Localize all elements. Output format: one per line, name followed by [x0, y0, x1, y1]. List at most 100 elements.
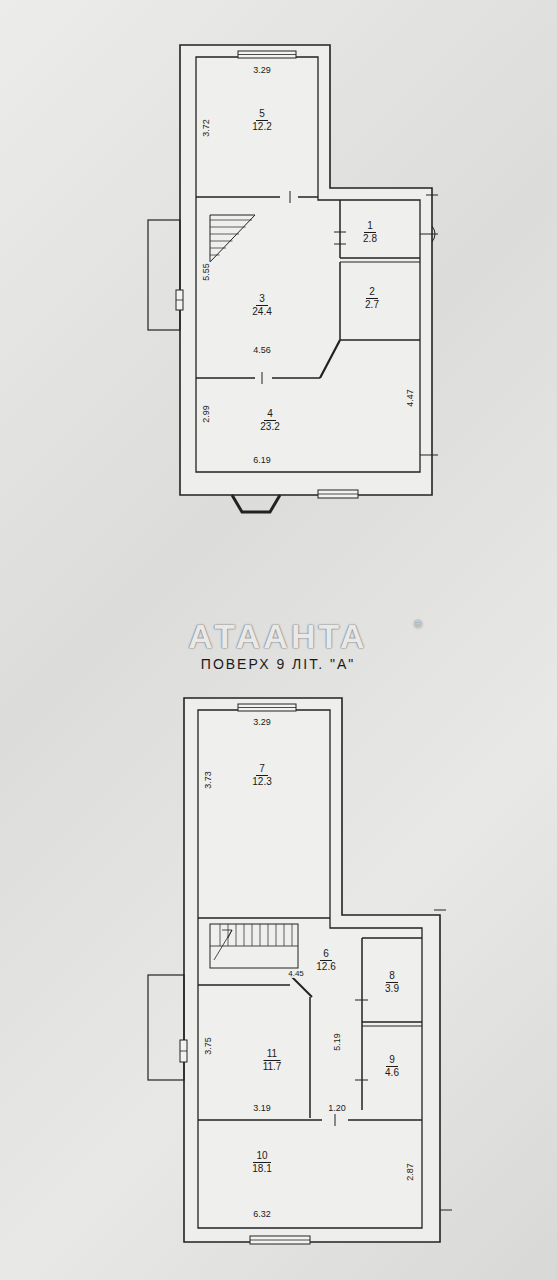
stair: [210, 227, 246, 228]
door-swing: [432, 226, 435, 242]
partition: [339, 262, 341, 340]
wall-break: [426, 195, 438, 196]
stair: [210, 248, 226, 249]
bay-window: [232, 495, 280, 512]
window: [250, 1236, 310, 1244]
partition: [340, 257, 420, 259]
room-number: 9: [386, 1054, 398, 1067]
partition: [196, 377, 255, 379]
partition: [298, 196, 318, 198]
stair: [210, 241, 233, 242]
dimension: 1.20: [327, 1104, 347, 1113]
room-area: 23.2: [260, 421, 279, 433]
wall-break: [434, 910, 446, 911]
room-area: 11.7: [263, 1061, 282, 1073]
partition: [290, 975, 312, 997]
stair: [244, 924, 245, 946]
stair: [284, 924, 285, 946]
partition: [196, 196, 280, 198]
partition: [335, 1114, 336, 1126]
balcony: [148, 220, 180, 330]
wall: [184, 698, 440, 1242]
stair: [210, 924, 298, 968]
window: [180, 1040, 187, 1062]
dimension: 5.19: [333, 1032, 342, 1052]
stair: [268, 924, 269, 946]
dimension: 3.72: [202, 118, 211, 138]
watermark: АТААНТА: [187, 619, 368, 653]
dimension: 6.19: [252, 456, 272, 465]
stair: [252, 924, 253, 946]
partition: [334, 244, 346, 245]
window: [238, 51, 296, 58]
partition: [348, 1119, 422, 1121]
window: [318, 490, 358, 498]
partition: [355, 1080, 368, 1081]
room-number: 2: [366, 286, 378, 299]
stair: [210, 215, 255, 262]
stair: [292, 924, 293, 946]
wall: [180, 45, 432, 495]
stair: [210, 946, 298, 947]
partition: [339, 200, 341, 258]
stair-arrow: [222, 930, 232, 938]
room-area: 12.3: [252, 776, 271, 788]
room-label: 612.6: [312, 947, 340, 973]
room-area: 4.6: [385, 1067, 399, 1079]
partition: [361, 938, 363, 1110]
dimension: 5.55: [202, 262, 211, 282]
stair: [210, 255, 220, 256]
partition: [272, 377, 320, 379]
room-area: 2.8: [363, 233, 377, 245]
stair: [210, 220, 252, 221]
stair: [276, 924, 277, 946]
partition: [262, 372, 263, 384]
stair: [260, 924, 261, 946]
room-label: 83.9: [381, 969, 403, 995]
room-area: 24.4: [252, 306, 271, 318]
wall: [196, 57, 420, 472]
dimension: 4.47: [406, 388, 415, 408]
partition: [355, 1000, 368, 1001]
partition: [362, 1026, 422, 1027]
room-number: 6: [320, 948, 332, 961]
room-label: 12.8: [359, 219, 381, 245]
floor-heading: ПОВЕРХ 9 ЛІТ. "А": [200, 657, 356, 671]
partition: [334, 232, 346, 233]
balcony: [148, 975, 184, 1080]
dimension: 2.99: [202, 404, 211, 424]
dimension: 2.87: [406, 1162, 415, 1182]
partition: [320, 340, 340, 378]
dimension: 3.19: [252, 1104, 272, 1113]
wall-break: [440, 1210, 452, 1211]
partition: [309, 997, 311, 1118]
wall: [198, 710, 422, 1228]
dimension: 4.45: [287, 970, 305, 978]
room-label: 712.3: [248, 762, 276, 788]
window: [250, 1240, 310, 1241]
stair: [228, 924, 229, 946]
room-label: 22.7: [361, 285, 383, 311]
partition: [290, 191, 291, 203]
room-area: 2.7: [365, 299, 379, 311]
dimension: 4.56: [252, 346, 272, 355]
room-number: 10: [253, 1150, 270, 1163]
partition: [362, 1021, 422, 1023]
window: [176, 290, 183, 310]
window: [318, 494, 358, 495]
window: [238, 704, 296, 711]
room-area: 3.9: [385, 983, 399, 995]
room-label: 1018.1: [248, 1149, 276, 1175]
window: [180, 1051, 187, 1052]
room-number: 11: [264, 1048, 280, 1061]
dimension: 3.29: [252, 718, 272, 727]
stair: [210, 234, 239, 235]
room-area: 12.6: [316, 961, 335, 973]
dimension: 3.73: [204, 770, 213, 790]
room-number: 4: [264, 408, 276, 421]
window: [238, 707, 296, 708]
stair: [236, 924, 237, 946]
partition: [340, 262, 420, 263]
room-area: 12.2: [252, 121, 271, 133]
room-number: 3: [256, 293, 268, 306]
